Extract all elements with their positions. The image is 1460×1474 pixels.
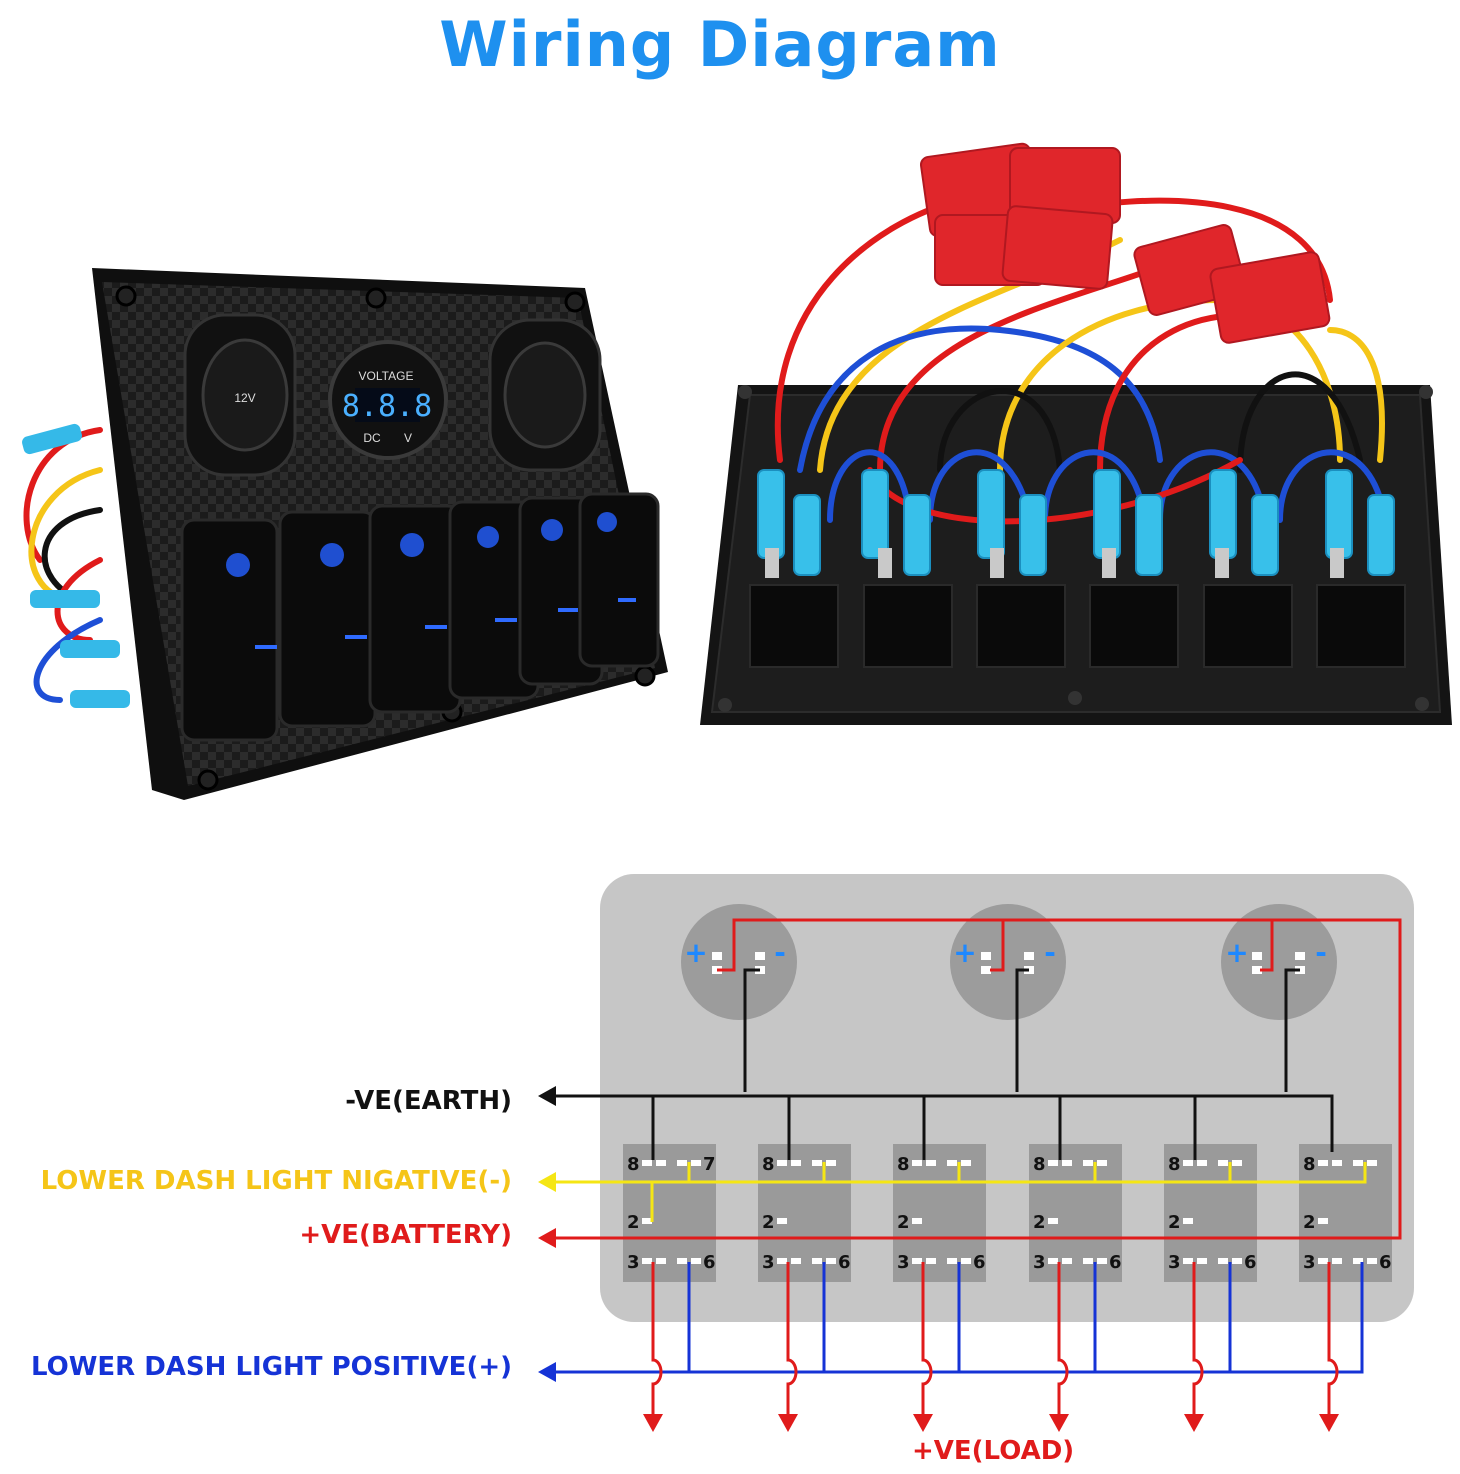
pin-number: 2 [627,1212,640,1233]
pin-number: 8 [1303,1154,1316,1175]
pin-number: 3 [897,1252,910,1273]
rocker-switches [180,492,660,742]
socket-plus-label: + [1225,936,1248,969]
voltmeter-dc: DC [363,431,381,445]
pin-number: 3 [627,1252,640,1273]
pin-number: 6 [838,1252,851,1273]
pin-number: 3 [1168,1252,1181,1273]
switch-pins: 8 7 2 3 6 [627,1154,716,1273]
socket-minus-label: - [774,936,786,969]
socket-plus-label: + [953,936,976,969]
pin-number: 2 [762,1212,775,1233]
pin-number: 8 [627,1154,640,1175]
pin-number: 2 [1033,1212,1046,1233]
pin-number: 3 [1033,1252,1046,1273]
pin-number: 7 [703,1154,716,1175]
switch-pins: 8 2 3 6 [897,1154,986,1273]
dash-negative-label: LOWER DASH LIGHT NIGATIVE(-) [40,1166,512,1196]
earth-label: -VE(EARTH) [345,1086,512,1116]
socket-minus-label: - [1315,936,1327,969]
battery-label: +VE(BATTERY) [299,1220,512,1250]
pin-number: 6 [1379,1252,1392,1273]
voltmeter-label: VOLTAGE [359,369,414,383]
pin-number: 3 [1303,1252,1316,1273]
load-output [913,1262,933,1432]
pin-number: 8 [1168,1154,1181,1175]
switch-pins: 8 2 3 6 [1303,1154,1392,1273]
socket-minus-label: - [1044,936,1056,969]
load-output [1184,1262,1204,1432]
schematic: + - + - + - 8 7 2 3 6 8 2 3 6 8 2 3 6 8 2 3 6 8 2 3 6 8 2 3 6 [538,874,1414,1432]
socket-label: 12V [234,391,255,405]
load-output [1319,1262,1339,1432]
voltmeter-display: 8.8.8 [342,389,432,424]
pin-number: 2 [1303,1212,1316,1233]
socket-group: + - + - + - [681,904,1337,1020]
pin-number: 8 [1033,1154,1046,1175]
back-panel-photo [700,142,1452,725]
front-panel-photo: 12V VOLTAGE 8.8.8 DC V [22,268,668,800]
pin-number: 6 [1244,1252,1257,1273]
switch-pins: 8 2 3 6 [1033,1154,1122,1273]
pin-number: 6 [973,1252,986,1273]
pin-number: 3 [762,1252,775,1273]
pin-number: 6 [1109,1252,1122,1273]
pin-number: 8 [762,1154,775,1175]
socket-plus-label: + [684,936,707,969]
load-output [643,1262,663,1432]
pin-number: 2 [1168,1212,1181,1233]
pin-number: 2 [897,1212,910,1233]
page-title: Wiring Diagram [439,8,1001,81]
switch-pins: 8 2 3 6 [1168,1154,1257,1273]
switch-pins: 8 2 3 6 [762,1154,851,1273]
load-output [1049,1262,1069,1432]
pin-number: 6 [703,1252,716,1273]
load-label: +VE(LOAD) [912,1436,1075,1466]
voltmeter-v: V [404,431,412,445]
dash-positive-label: LOWER DASH LIGHT POSITIVE(+) [30,1352,512,1382]
pin-number: 8 [897,1154,910,1175]
load-output [778,1262,798,1432]
